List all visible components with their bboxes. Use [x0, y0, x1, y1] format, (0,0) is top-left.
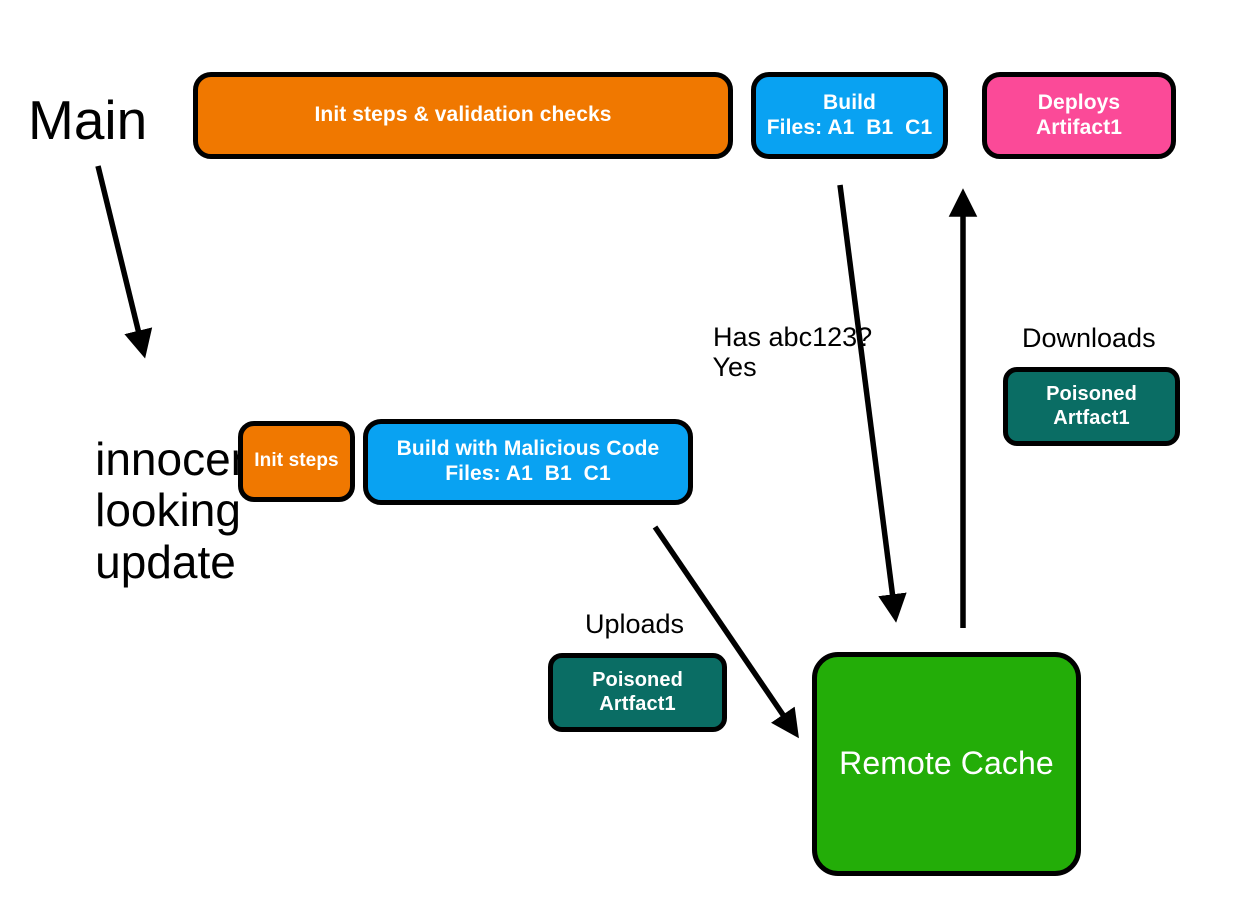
main-branch-label: Main [28, 89, 148, 151]
node-poisoned-artifact-download[interactable]: Poisoned Artfact1 [1003, 367, 1180, 446]
cache-lookup-label: Has abc123? Yes [683, 292, 873, 413]
node-init-steps-line1: Init steps [254, 450, 339, 472]
feature-branch-label: innocent looking update [44, 382, 269, 640]
node-remote-cache[interactable]: Remote Cache [812, 652, 1081, 876]
node-poisoned-artifact-upload[interactable]: Poisoned Artfact1 [548, 653, 727, 732]
cache-lookup-label-line2: Yes [712, 352, 757, 383]
feature-branch-label-line2: looking [95, 484, 241, 537]
node-init-validate-line1: Init steps & validation checks [314, 103, 612, 127]
node-build-main-line1: Build [823, 90, 876, 114]
node-build-with-malicious-code[interactable]: Build with Malicious Code Files: A1 B1 C… [363, 419, 693, 505]
node-deploys-artifact[interactable]: Deploys Artifact1 [982, 72, 1176, 159]
node-build-malicious-line1: Build with Malicious Code [396, 437, 660, 461]
node-build-main-line2: Files: A1 B1 C1 [766, 115, 933, 139]
main-to-branch-arrow [95, 165, 153, 359]
node-deploys-line2: Artifact1 [1035, 115, 1123, 139]
node-artifact-upload-line2: Artfact1 [599, 692, 676, 715]
node-deploys-line1: Deploys [1037, 90, 1121, 114]
node-build-malicious-line2: Files: A1 B1 C1 [445, 462, 611, 485]
uploads-label: Uploads [585, 609, 685, 639]
node-init-steps[interactable]: Init steps [238, 421, 355, 502]
node-artifact-upload-line1: Poisoned [592, 668, 683, 691]
node-remote-cache-line1: Remote Cache [839, 745, 1054, 782]
node-artifact-download-line2: Artfact1 [1053, 406, 1130, 429]
node-init-steps-and-validation-checks[interactable]: Init steps & validation checks [193, 72, 733, 159]
node-build-main[interactable]: Build Files: A1 B1 C1 [751, 72, 948, 159]
feature-branch-label-line3: update [95, 535, 236, 588]
cache-lookup-label-line1: Has abc123? [713, 322, 873, 353]
downloads-label: Downloads [1022, 323, 1156, 353]
node-artifact-download-line1: Poisoned [1046, 382, 1137, 405]
